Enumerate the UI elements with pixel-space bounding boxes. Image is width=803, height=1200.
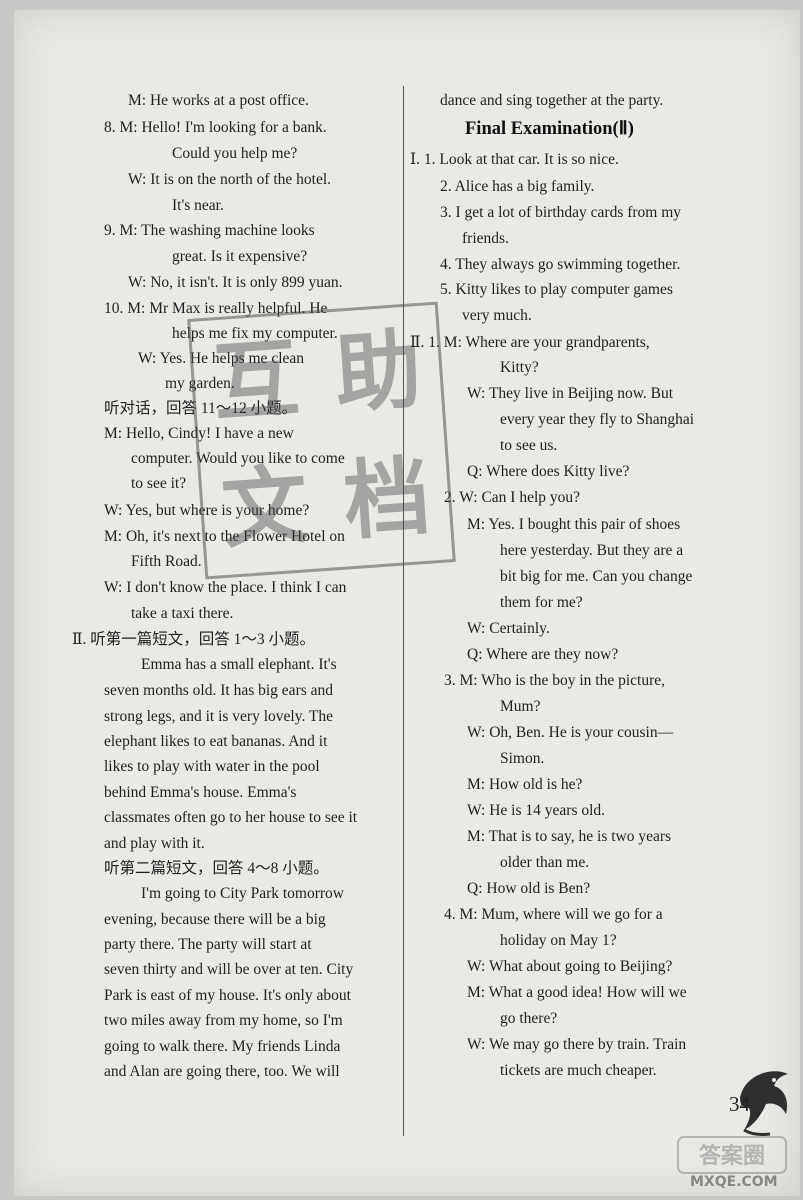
text-line: M: What a good idea! How will we bbox=[467, 984, 687, 1001]
text-line: party there. The party will start at bbox=[104, 936, 312, 953]
text-line: seven thirty and will be over at ten. Ci… bbox=[104, 961, 354, 978]
text-line: friends. bbox=[462, 230, 509, 247]
text-line: computer. Would you like to come bbox=[131, 450, 345, 467]
text-line: Kitty? bbox=[500, 359, 539, 376]
text-line: Fifth Road. bbox=[131, 553, 202, 570]
text-line: behind Emma's house. Emma's bbox=[104, 784, 297, 801]
text-line: Ⅱ. 1. M: Where are your grandparents, bbox=[410, 334, 650, 351]
text-line: 听第二篇短文，回答 4～8 小题。 bbox=[104, 860, 329, 877]
page-number: 34 bbox=[729, 1092, 750, 1116]
text-line: my garden. bbox=[165, 375, 235, 392]
text-line: here yesterday. But they are a bbox=[500, 542, 684, 559]
text-line: 听对话，回答 11～12 小题。 bbox=[104, 400, 298, 417]
text-line: and Alan are going there, too. We will bbox=[104, 1063, 340, 1080]
text-line: Mum? bbox=[500, 698, 541, 715]
text-line: to see us. bbox=[500, 437, 558, 454]
text-line: to see it? bbox=[131, 475, 187, 492]
text-line: I'm going to City Park tomorrow bbox=[141, 885, 344, 902]
text-line: 3. M: Who is the boy in the picture, bbox=[444, 672, 665, 689]
text-line: Ⅱ. 听第一篇短文，回答 1～3 小题。 bbox=[72, 631, 316, 648]
text-line: Could you help me? bbox=[172, 145, 298, 162]
text-line: two miles away from my home, so I'm bbox=[104, 1012, 343, 1029]
text-line: W: Certainly. bbox=[467, 620, 550, 637]
column-divider bbox=[403, 86, 404, 1136]
text-line: W: I don't know the place. I think I can bbox=[104, 579, 347, 596]
watermark-text: MXQE.COM bbox=[690, 1174, 778, 1190]
text-line: 3. I get a lot of birthday cards from my bbox=[440, 204, 682, 221]
text-line: 2. W: Can I help you? bbox=[444, 489, 581, 506]
text-line: W: He is 14 years old. bbox=[467, 802, 606, 819]
stamp-char: 互 bbox=[209, 328, 303, 435]
text-line: classmates often go to her house to see … bbox=[104, 809, 358, 826]
text-line: W: Yes, but where is your home? bbox=[104, 502, 310, 519]
book-page bbox=[14, 10, 800, 1196]
text-line: take a taxi there. bbox=[131, 605, 234, 622]
stamp-char: 文 bbox=[218, 455, 312, 562]
text-line: evening, because there will be a big bbox=[104, 911, 326, 928]
watermark-logo-icon: 答案圈 bbox=[677, 1136, 787, 1174]
text-line: very much. bbox=[462, 307, 532, 324]
text-line: holiday on May 1? bbox=[500, 932, 617, 949]
text-line: It's near. bbox=[172, 197, 224, 214]
text-line: 2. Alice has a big family. bbox=[440, 178, 595, 195]
text-line: going to walk there. My friends Linda bbox=[104, 1038, 341, 1055]
text-line: great. Is it expensive? bbox=[172, 248, 308, 265]
text-line: M: Yes. I bought this pair of shoes bbox=[467, 516, 681, 533]
text-line: older than me. bbox=[500, 854, 590, 871]
text-line: W: It is on the north of the hotel. bbox=[128, 171, 332, 188]
text-line: W: They live in Beijing now. But bbox=[467, 385, 674, 402]
text-line: 8. M: Hello! I'm looking for a bank. bbox=[104, 119, 327, 136]
text-line: likes to play with water in the pool bbox=[104, 758, 320, 775]
text-line: elephant likes to eat bananas. And it bbox=[104, 733, 328, 750]
section-heading: Final Examination(Ⅱ) bbox=[465, 119, 634, 139]
text-line: 9. M: The washing machine looks bbox=[104, 222, 315, 239]
text-line: M: That is to say, he is two years bbox=[467, 828, 672, 845]
text-line: Emma has a small elephant. It's bbox=[141, 656, 337, 673]
stamp-char: 助 bbox=[331, 319, 425, 426]
text-line: 10. M: Mr Max is really helpful. He bbox=[104, 300, 328, 317]
stamp-watermark: 互 助 文 档 bbox=[187, 301, 456, 580]
text-line: Ⅰ. 1. Look at that car. It is so nice. bbox=[410, 151, 619, 168]
text-line: every year they fly to Shanghai bbox=[500, 411, 695, 428]
text-line: W: No, it isn't. It is only 899 yuan. bbox=[128, 274, 343, 291]
text-line: Q: Where are they now? bbox=[467, 646, 619, 663]
text-line: Q: How old is Ben? bbox=[467, 880, 591, 897]
text-line: M: How old is he? bbox=[467, 776, 583, 793]
right-first-line: dance and sing together at the party. bbox=[440, 92, 664, 109]
text-line: Q: Where does Kitty live? bbox=[467, 463, 630, 480]
text-line: seven months old. It has big ears and bbox=[104, 682, 334, 699]
dolphin-icon bbox=[740, 1071, 788, 1136]
text-line: helps me fix my computer. bbox=[172, 325, 338, 342]
text-line: bit big for me. Can you change bbox=[500, 568, 693, 585]
text-line: M: He works at a post office. bbox=[128, 92, 309, 109]
text-line: and play with it. bbox=[104, 835, 205, 852]
text-line: 4. They always go swimming together. bbox=[440, 256, 681, 273]
text-line: 5. Kitty likes to play computer games bbox=[440, 281, 673, 298]
text-line: W: Yes. He helps me clean bbox=[138, 350, 305, 367]
svg-text:答案圈: 答案圈 bbox=[699, 1143, 765, 1169]
text-line: them for me? bbox=[500, 594, 583, 611]
text-line: W: What about going to Beijing? bbox=[467, 958, 673, 975]
text-line: M: Hello, Cindy! I have a new bbox=[104, 425, 294, 442]
text-line: tickets are much cheaper. bbox=[500, 1062, 657, 1079]
text-line: go there? bbox=[500, 1010, 558, 1027]
stamp-char: 档 bbox=[340, 446, 434, 553]
text-line: Simon. bbox=[500, 750, 545, 767]
text-line: strong legs, and it is very lovely. The bbox=[104, 708, 334, 725]
text-line: W: We may go there by train. Train bbox=[467, 1036, 687, 1053]
text-line: Park is east of my house. It's only abou… bbox=[104, 987, 351, 1004]
text-line: M: Oh, it's next to the Flower Hotel on bbox=[104, 528, 345, 545]
text-line: W: Oh, Ben. He is your cousin— bbox=[467, 724, 674, 741]
text-line: 4. M: Mum, where will we go for a bbox=[444, 906, 663, 923]
